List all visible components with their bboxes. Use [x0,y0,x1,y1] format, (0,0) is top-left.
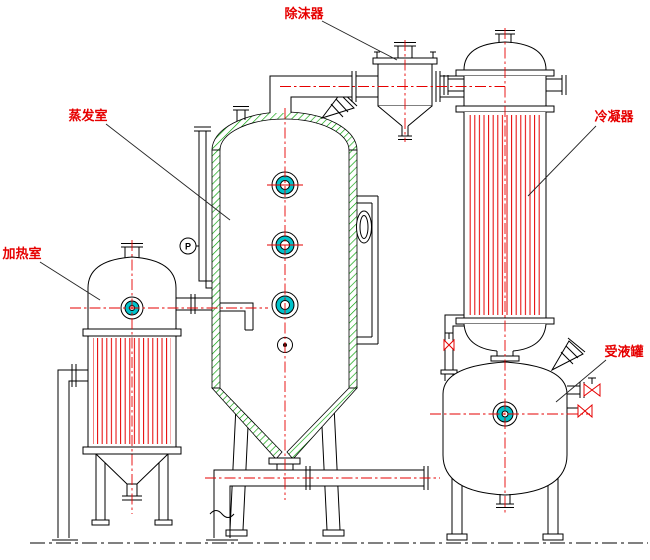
label-condenser: 冷凝器 [594,109,634,124]
heating-drain-pipe [52,364,88,541]
leader-receiver-tank [555,359,607,403]
pipe-break-mark [209,510,235,518]
pressure-gauge-label: P [185,242,191,252]
leader-demister [321,20,398,61]
leader-evaporation-chamber [105,123,231,221]
condenser [440,30,567,381]
side-manhole [356,210,372,244]
heating-leg-left [95,453,106,521]
condenser-bottom-head [463,323,547,352]
spray-horn-icon [550,337,586,372]
demister-top-nozzle [394,42,416,58]
valve-icon [443,338,455,352]
label-demister: 除沫器 [284,6,324,21]
valve-icon [577,403,593,419]
vapor-pipe [269,71,378,113]
centerlines [70,28,590,515]
valve-icon [583,383,601,397]
leader-heating-chamber [39,261,101,301]
evaporator-dome [211,111,358,151]
receiver-tank [442,337,601,541]
label-receiver-tank: 受液罐 [604,344,643,359]
condenser-downpipe [440,314,464,381]
tank-side-valves [567,377,601,419]
condenser-top-nozzle [495,30,515,43]
condenser-nozzle-left [443,75,464,95]
evaporator-cone-right [286,387,358,460]
level-gauge-pipe [357,195,379,345]
leader-condenser [527,125,597,197]
evaporator-cone-left [211,387,283,460]
label-evaporation-chamber: 蒸发室 [68,108,107,123]
demister-cone [377,105,433,127]
heating-evaporator-pipe [176,294,212,314]
heating-leg-right [158,453,169,521]
internal-feed-pipe [220,302,254,331]
heating-top-nozzle [121,243,143,258]
label-heating-chamber: 加热室 [1,246,41,261]
evaporation-chamber: P [179,90,379,537]
pressure-gauge-dial [179,237,197,255]
heating-chamber [52,243,212,541]
labels: 除沫器 蒸发室 加热室 冷凝器 受液罐 [1,6,644,403]
evaporator-wall-left [211,149,221,389]
condenser-nozzle-right [546,75,567,95]
pressure-gauge: P [179,126,212,289]
tank-drain [496,494,514,508]
evaporator-wall-right [348,149,358,389]
dome-nozzle [233,106,249,121]
